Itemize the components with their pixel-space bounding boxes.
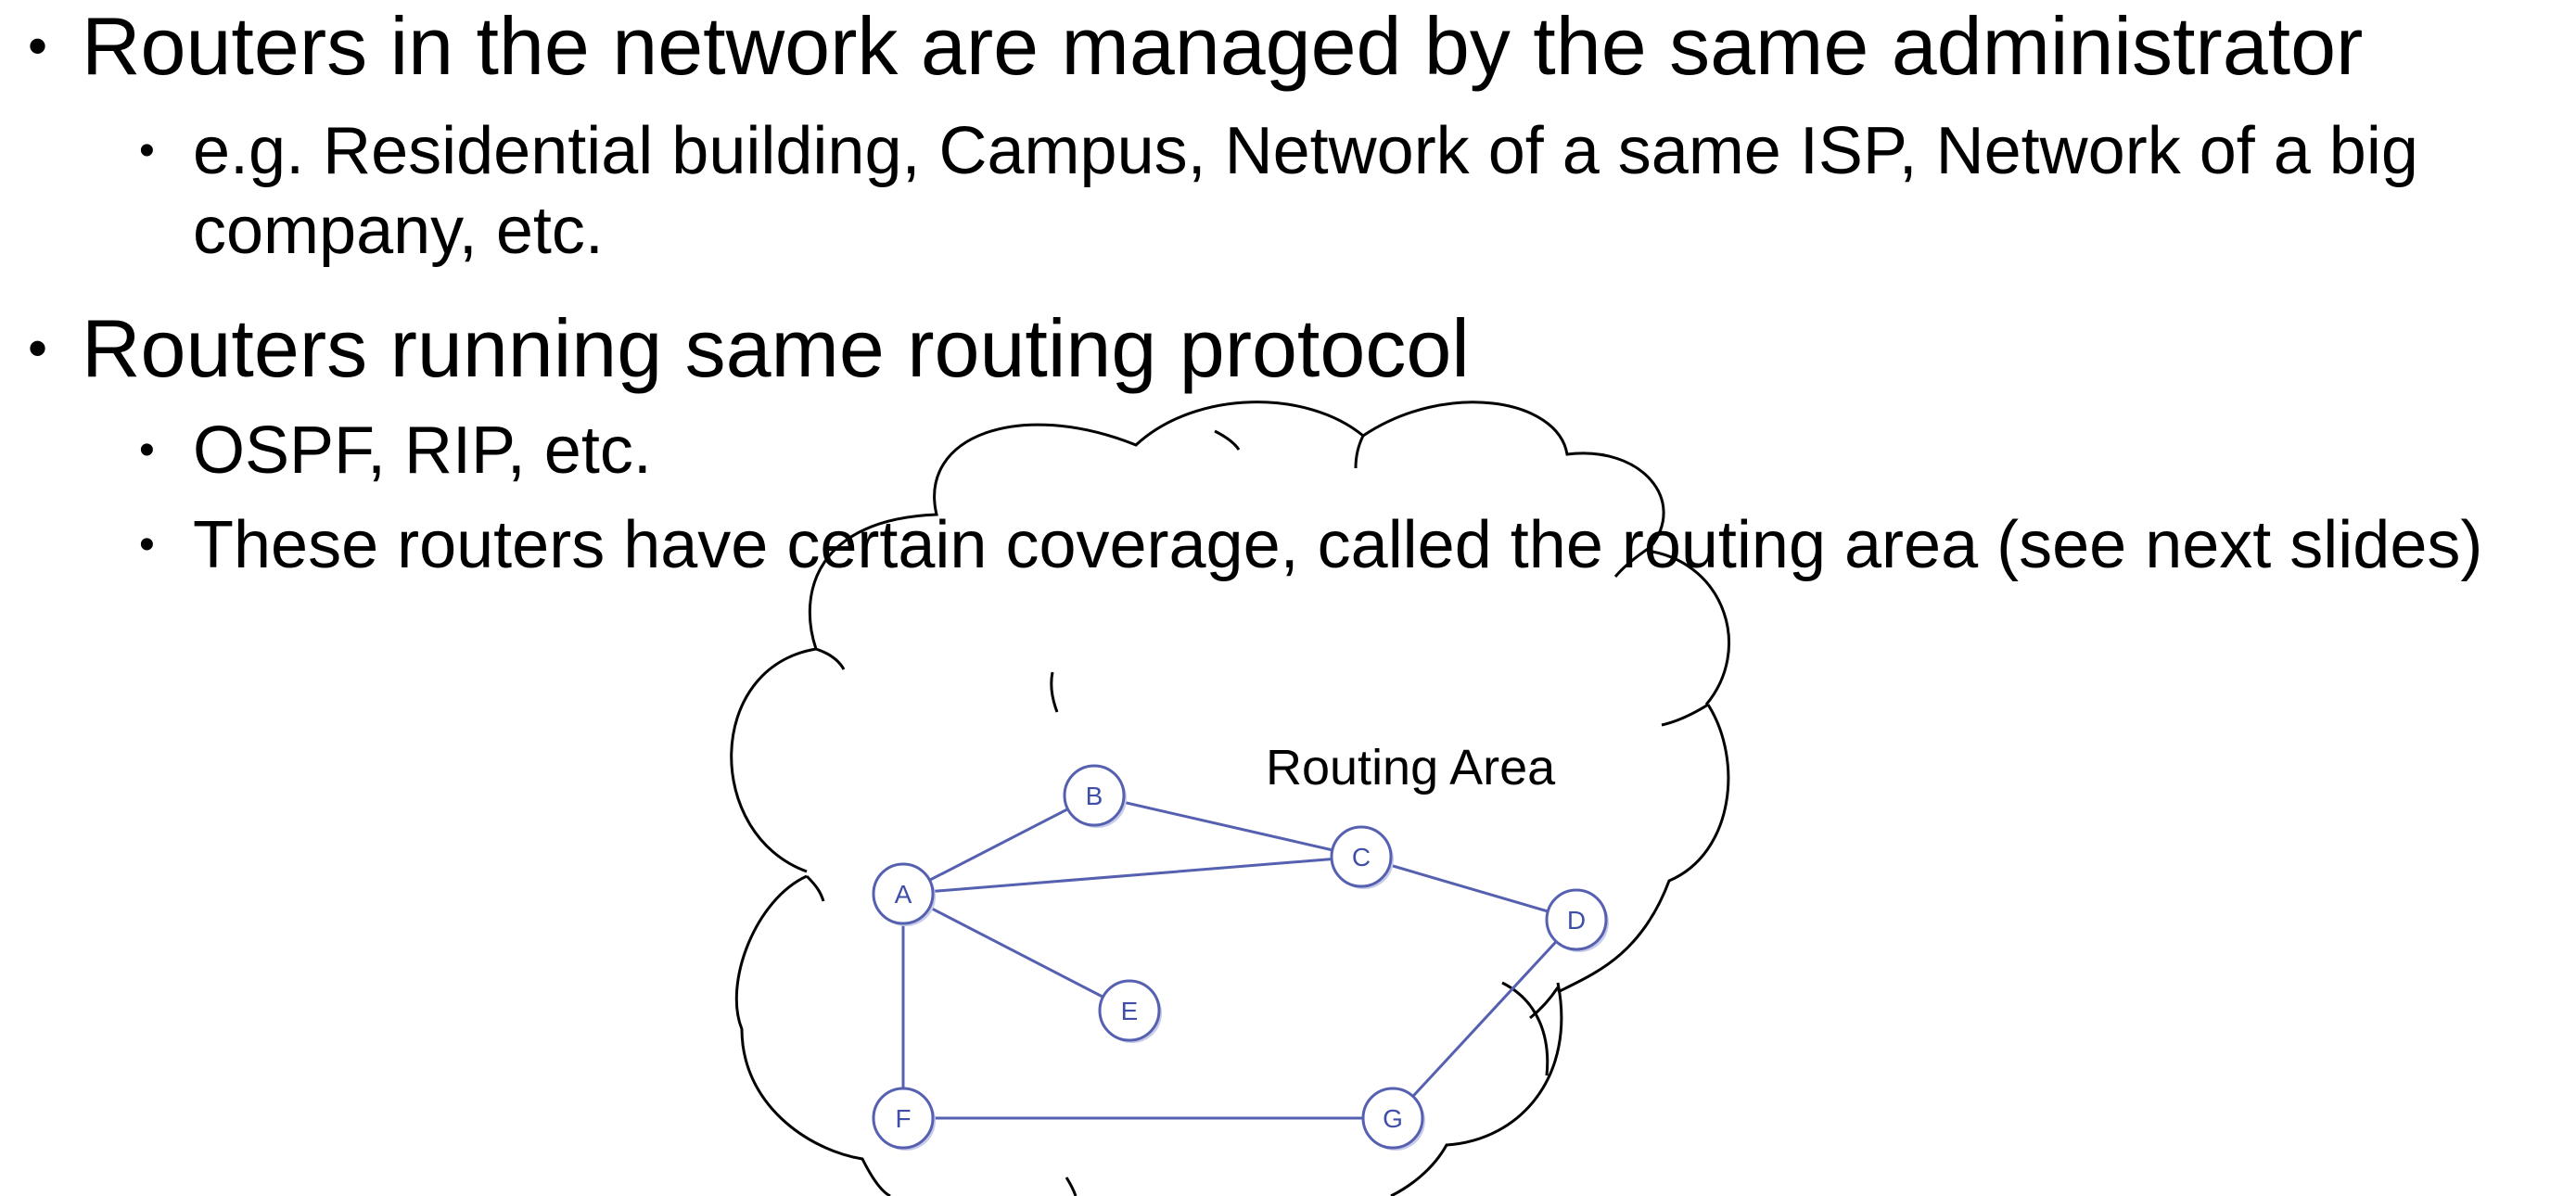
node-label: D bbox=[1567, 906, 1586, 935]
edge-a-c bbox=[902, 855, 1362, 896]
bullet-text: Routers in the network are managed by th… bbox=[82, 0, 2364, 92]
bullet-marker: • bbox=[28, 15, 48, 77]
node-f: F bbox=[872, 1087, 936, 1151]
sub-bullet-coverage: • These routers have certain coverage, c… bbox=[139, 505, 2530, 585]
node-label: B bbox=[1086, 782, 1103, 810]
cloud-shape bbox=[730, 401, 1730, 1196]
sub-bullet-examples: • e.g. Residential building, Campus, Net… bbox=[139, 111, 2530, 271]
bullet-administrator: • Routers in the network are managed by … bbox=[28, 2, 2363, 91]
bullet-text: Routers running same routing protocol bbox=[82, 302, 1470, 394]
node-d: D bbox=[1545, 888, 1609, 952]
node-circle bbox=[1330, 825, 1393, 888]
node-circle bbox=[1063, 764, 1126, 827]
node-label: F bbox=[895, 1104, 911, 1133]
node-c: C bbox=[1330, 825, 1394, 889]
node-circle bbox=[1098, 979, 1161, 1042]
bullet-marker: • bbox=[28, 317, 48, 379]
routing-area-label: Routing Area bbox=[1266, 740, 1556, 795]
node-label: C bbox=[1352, 843, 1371, 872]
edges bbox=[901, 794, 1578, 1120]
node-b: B bbox=[1063, 764, 1127, 828]
node-a: A bbox=[872, 862, 936, 926]
edge-a-e bbox=[902, 892, 1130, 1012]
edge-c-d bbox=[1360, 855, 1577, 922]
node-circle bbox=[872, 1087, 935, 1150]
edge-d-g bbox=[1391, 918, 1578, 1120]
bullet-marker: • bbox=[139, 126, 155, 175]
bullet-routing-protocol: • Routers running same routing protocol bbox=[28, 304, 1470, 393]
node-label: E bbox=[1121, 997, 1139, 1025]
edge-a-b bbox=[902, 794, 1095, 896]
node-circle bbox=[872, 862, 935, 925]
node-label: A bbox=[895, 880, 912, 909]
bullet-text: e.g. Residential building, Campus, Netwo… bbox=[193, 114, 2418, 268]
edge-b-c bbox=[1093, 794, 1362, 859]
node-circle bbox=[1361, 1087, 1424, 1150]
node-e: E bbox=[1098, 979, 1162, 1043]
bullet-text: OSPF, RIP, etc. bbox=[193, 414, 652, 488]
sub-bullet-protocols: • OSPF, RIP, etc. bbox=[139, 411, 2530, 490]
bullet-text: These routers have certain coverage, cal… bbox=[193, 508, 2483, 582]
node-circle bbox=[1545, 888, 1608, 951]
node-label: G bbox=[1383, 1104, 1403, 1133]
bullet-marker: • bbox=[139, 426, 155, 475]
node-g: G bbox=[1361, 1087, 1425, 1151]
bullet-marker: • bbox=[139, 520, 155, 569]
